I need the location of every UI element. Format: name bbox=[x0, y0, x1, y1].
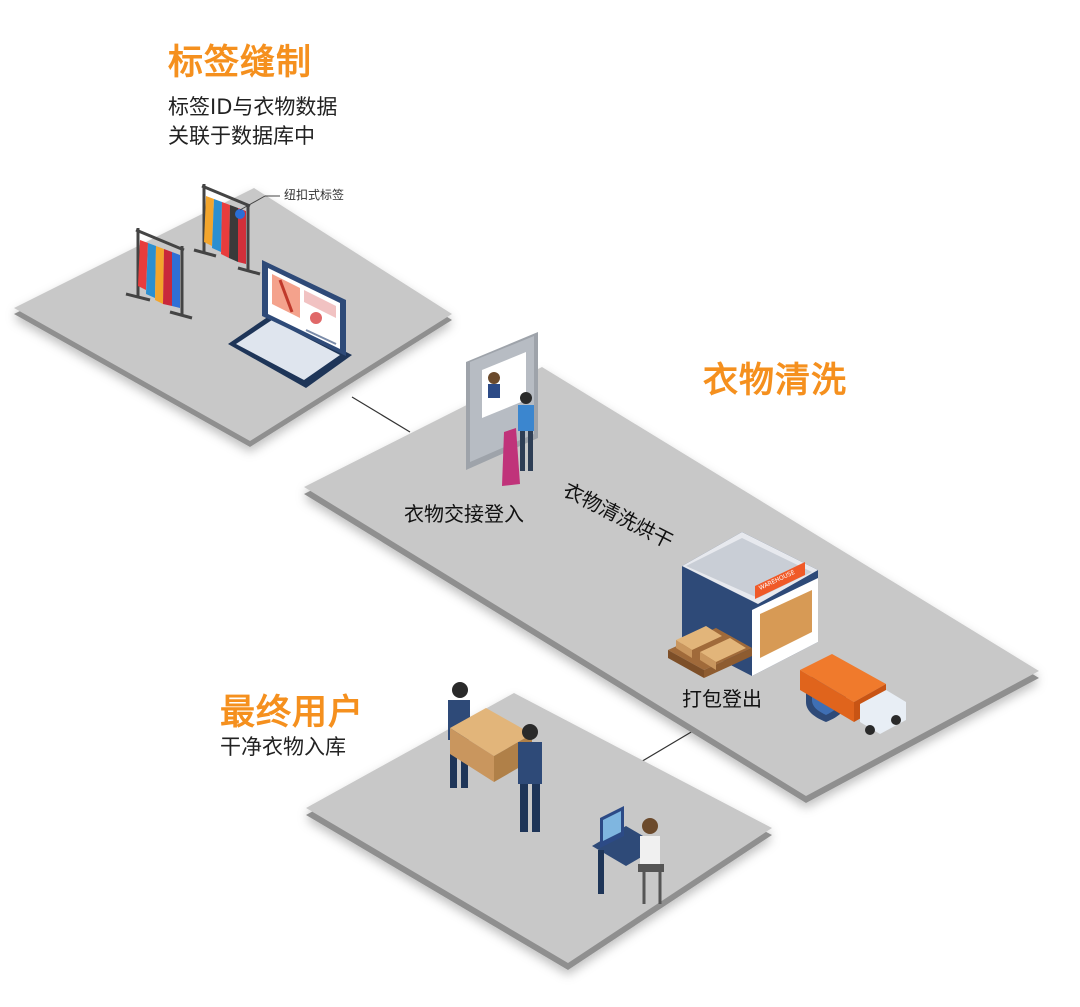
truck-icon bbox=[800, 654, 906, 735]
section-title-end-user: 最终用户 bbox=[220, 693, 365, 733]
workers-carrying-box-icon bbox=[448, 682, 542, 832]
platform-laundry bbox=[304, 367, 1039, 803]
service-counter-icon bbox=[466, 332, 538, 486]
section-title-laundry: 衣物清洗 bbox=[703, 361, 848, 401]
laptop-icon bbox=[228, 260, 352, 388]
callout-line bbox=[239, 195, 266, 211]
connector-line-1 bbox=[351, 396, 411, 433]
section-title-tag-sewing: 标签缝制 bbox=[168, 43, 313, 83]
clothing-rack-icon bbox=[193, 184, 261, 276]
section-description-line2: 关联于数据库中 bbox=[168, 124, 315, 148]
section-description-end-user: 干净衣物入库 bbox=[220, 735, 346, 759]
connector-line-2 bbox=[633, 727, 699, 767]
step-label-handover: 衣物交接登入 bbox=[404, 502, 524, 526]
platform-tag-sewing bbox=[14, 188, 452, 447]
clothing-rack-icon bbox=[125, 228, 193, 320]
step-label-pack-checkout: 打包登出 bbox=[682, 687, 762, 711]
computer-user-icon bbox=[592, 806, 664, 904]
section-description-line1: 标签ID与衣物数据 bbox=[168, 95, 338, 119]
button-tag-callout-label: 纽扣式标签 bbox=[284, 188, 345, 202]
pallet-boxes-icon bbox=[668, 626, 752, 678]
